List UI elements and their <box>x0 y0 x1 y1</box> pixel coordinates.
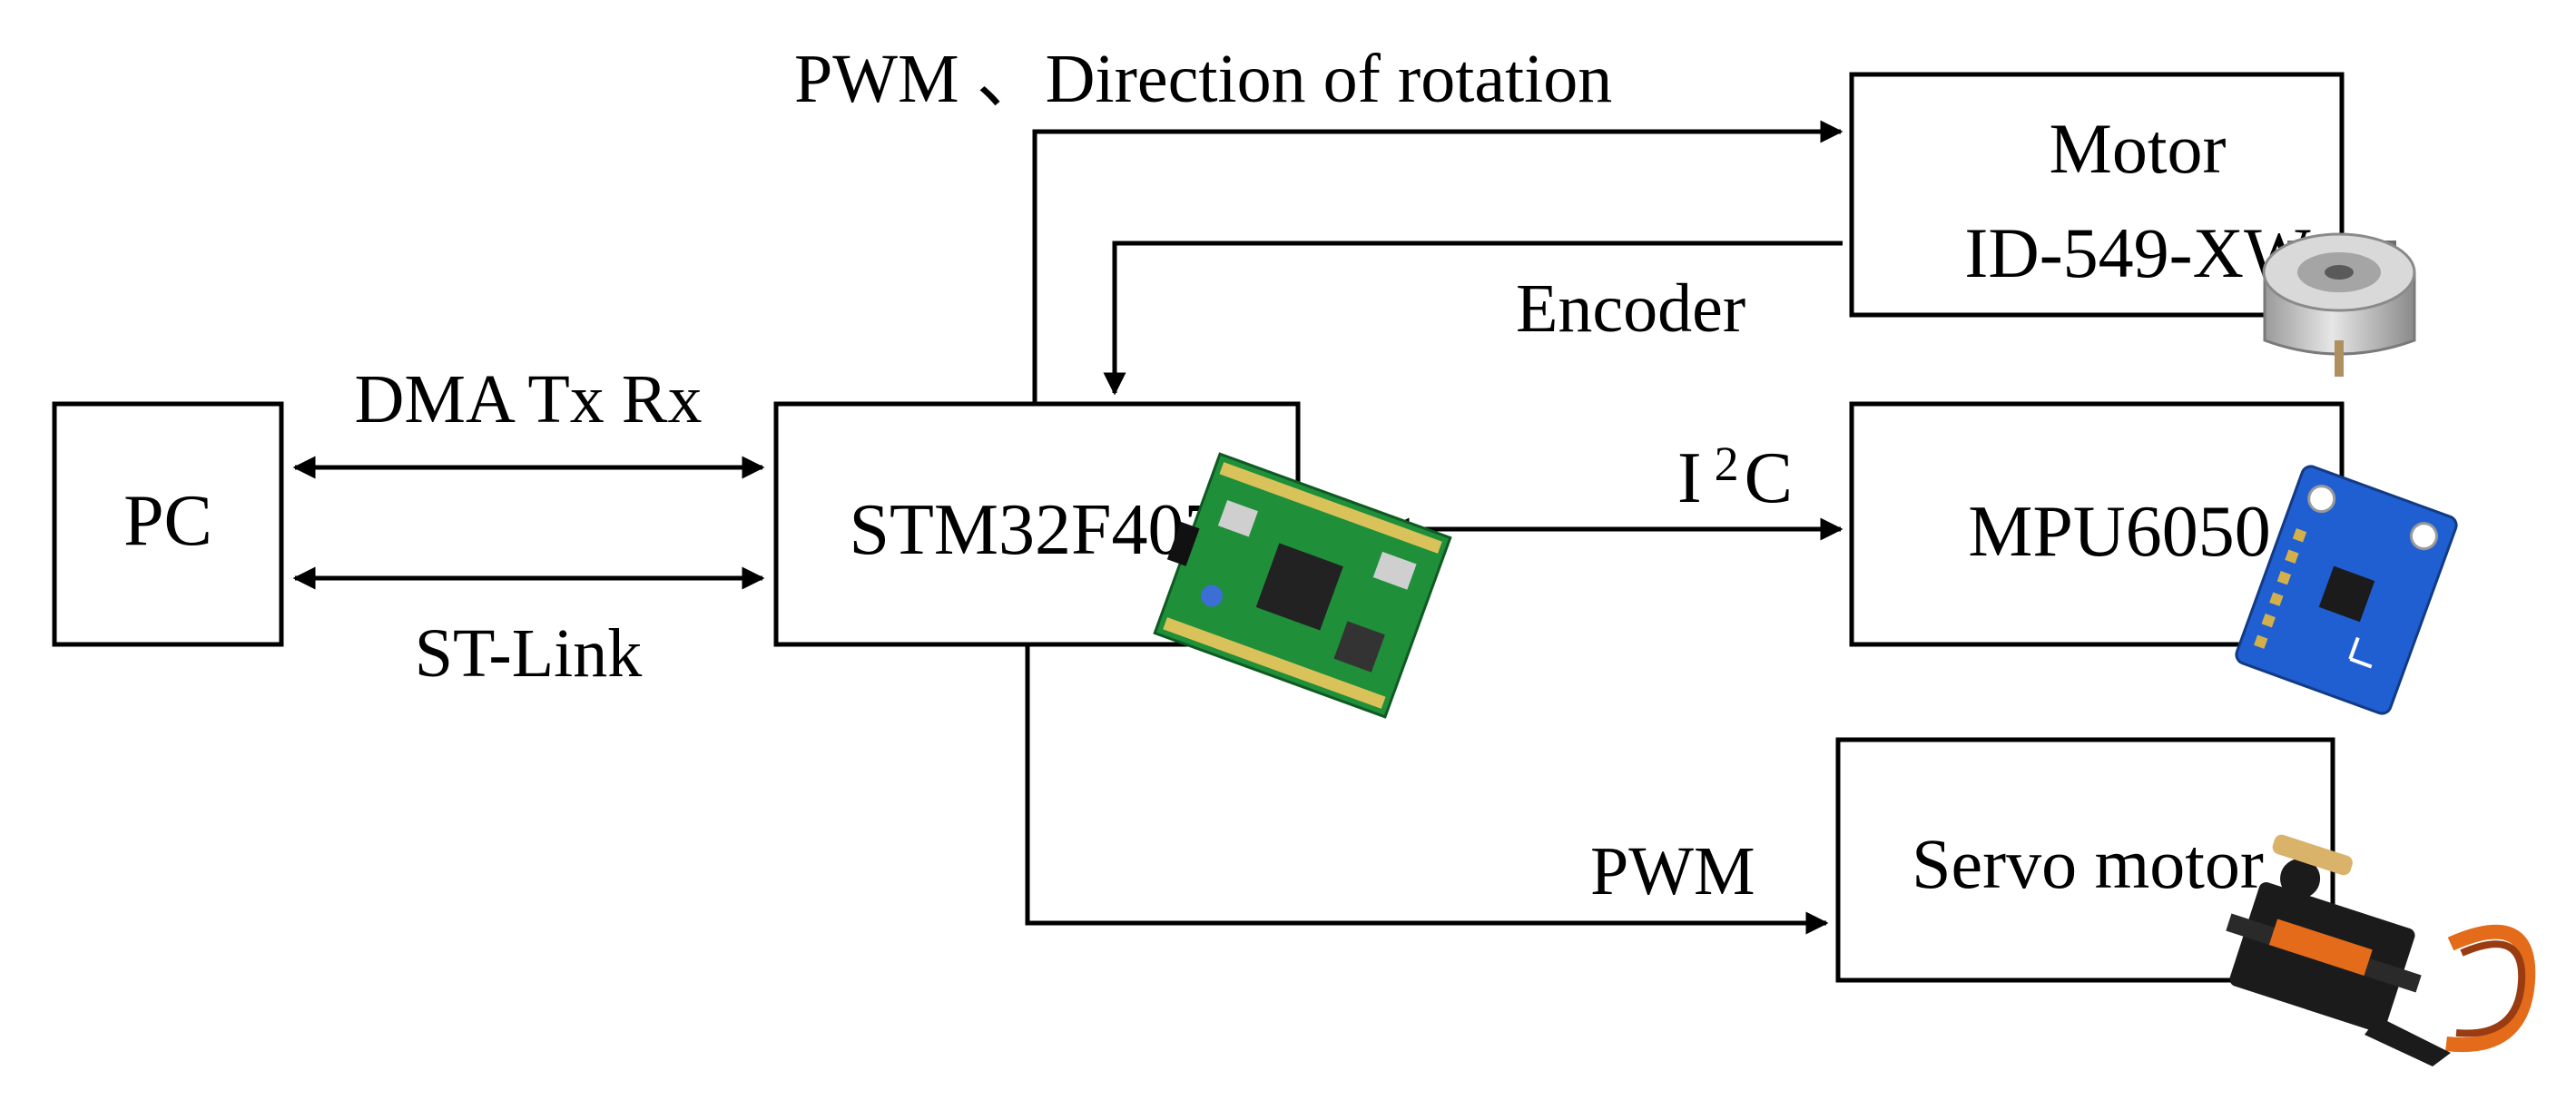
pwm-direction-arrow <box>1032 120 1844 404</box>
dc-motor-encoder-icon <box>2262 232 2416 377</box>
motor-label-line2: ID-549-XW <box>1964 213 2311 292</box>
pc-block: PC <box>52 401 284 647</box>
i2c-label-main: I <box>1677 438 1702 518</box>
servo-pwm-arrow <box>1025 644 1829 935</box>
pc-label: PC <box>123 481 212 561</box>
i2c-label-tail: C <box>1745 438 1793 518</box>
pwm-direction-label: PWM 、Direction of rotation <box>794 41 1612 117</box>
i2c-label-superscript: 2 <box>1715 437 1739 491</box>
st-link-label: ST-Link <box>415 615 643 692</box>
mpu6050-label: MPU6050 <box>1968 492 2270 572</box>
encoder-label: Encoder <box>1516 270 1745 347</box>
stm32-label: STM32F407 <box>850 490 1221 570</box>
motor-label-line1: Motor <box>2050 109 2227 188</box>
stm32-block: STM32F407 <box>773 401 1301 647</box>
stm32-discovery-board-icon <box>1153 452 1452 719</box>
servo-label: Servo motor <box>1912 824 2264 903</box>
micro-servo-icon <box>2226 834 2536 1066</box>
mpu6050-module-icon <box>2235 465 2458 715</box>
dma-label: DMA Tx Rx <box>355 361 703 437</box>
encoder-arrow <box>1103 241 1843 396</box>
motor-block: Motor ID-549-XW <box>1849 72 2345 318</box>
servo-pwm-label: PWM <box>1590 833 1755 909</box>
